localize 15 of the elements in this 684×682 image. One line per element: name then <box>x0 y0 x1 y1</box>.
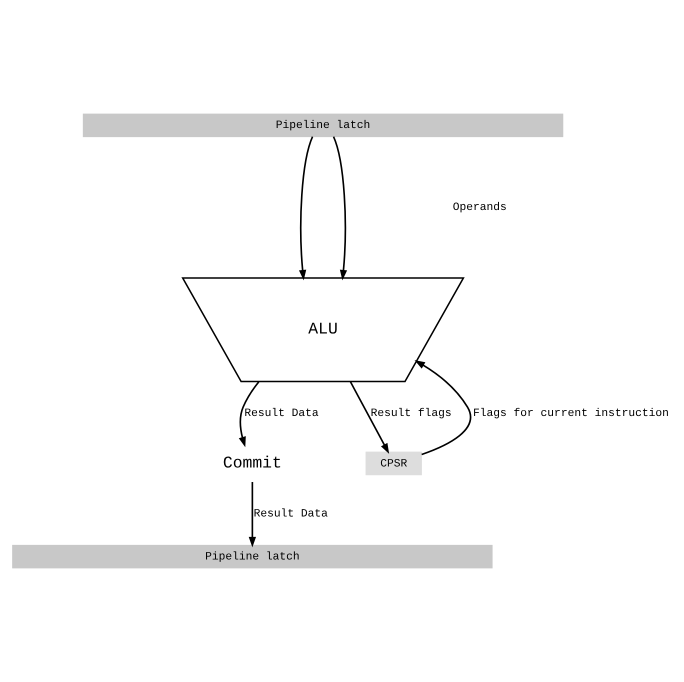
node-box: CPSR <box>366 452 422 476</box>
arrow <box>350 381 390 454</box>
edge-label: Flags for current instruction <box>473 408 669 420</box>
edge-label: Result Data <box>244 408 319 420</box>
arrow <box>298 136 314 280</box>
node-text: Commit <box>222 453 282 472</box>
node-box: Pipeline latch <box>12 544 493 568</box>
node-box: Pipeline latch <box>82 114 564 138</box>
edge-label: Result flags <box>370 408 452 420</box>
edge-label: Result Data <box>254 508 328 520</box>
arrow <box>414 360 472 456</box>
arrow <box>332 136 348 280</box>
label: Operands <box>452 202 507 214</box>
arrow <box>248 482 256 548</box>
arrow <box>238 381 260 448</box>
